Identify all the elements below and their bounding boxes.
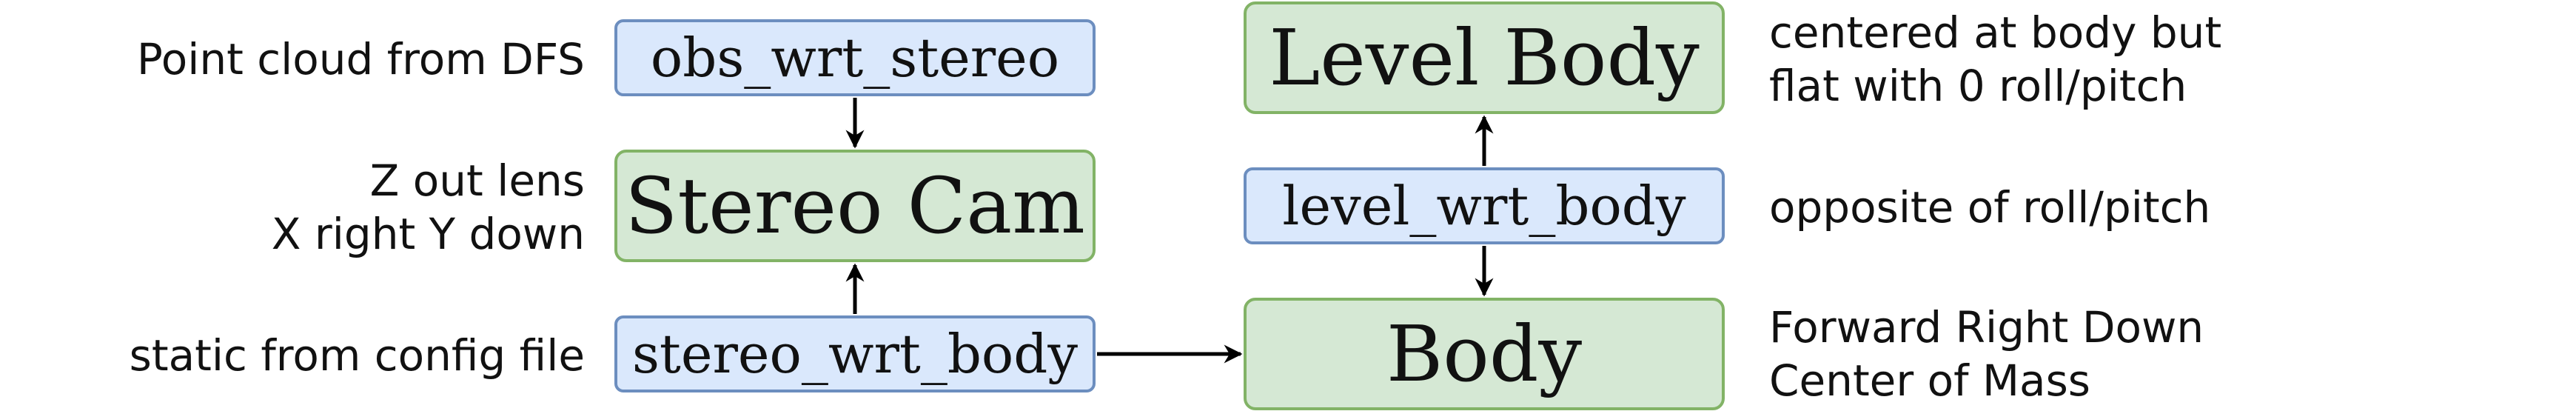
note-level-body-line-1: centered at body but (1769, 7, 2222, 58)
note-stereo-cam-line-2: X right Y down (271, 209, 585, 259)
obs-wrt-stereo-label: obs_wrt_stereo (650, 27, 1060, 89)
stereo-cam-label: Stereo Cam (625, 161, 1085, 251)
note-stereo-wrt-body: static from config file (130, 329, 585, 382)
note-body: Forward Right Down Center of Mass (1769, 301, 2204, 407)
note-obs: Point cloud from DFS (137, 33, 585, 86)
body-node: Body (1244, 298, 1725, 410)
note-stereo-cam: Z out lens X right Y down (272, 154, 585, 261)
stereo-cam-node: Stereo Cam (614, 150, 1096, 262)
note-level-body-line-2: flat with 0 roll/pitch (1769, 61, 2187, 111)
note-stereo-wrt-body-line: static from config file (129, 330, 585, 381)
note-body-line-1: Forward Right Down (1769, 302, 2204, 352)
level-body-node: Level Body (1244, 1, 1725, 114)
body-label: Body (1386, 309, 1583, 399)
note-level-wrt-body: opposite of roll/pitch (1769, 181, 2210, 234)
obs-wrt-stereo-node: obs_wrt_stereo (614, 19, 1096, 96)
level-body-label: Level Body (1269, 13, 1700, 103)
note-body-line-2: Center of Mass (1769, 355, 2091, 406)
note-level-body: centered at body but flat with 0 roll/pi… (1769, 6, 2221, 113)
note-obs-line: Point cloud from DFS (136, 34, 585, 84)
stereo-wrt-body-node: stereo_wrt_body (614, 315, 1096, 392)
stereo-wrt-body-label: stereo_wrt_body (631, 323, 1079, 385)
note-level-wrt-body-line: opposite of roll/pitch (1769, 182, 2211, 233)
level-wrt-body-node: level_wrt_body (1244, 167, 1725, 244)
level-wrt-body-label: level_wrt_body (1282, 175, 1686, 237)
note-stereo-cam-line-1: Z out lens (369, 156, 585, 206)
